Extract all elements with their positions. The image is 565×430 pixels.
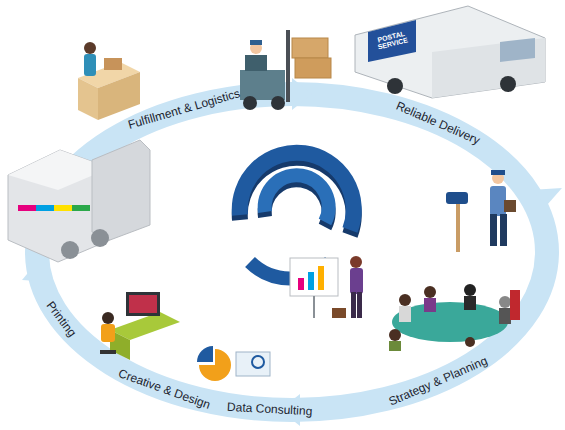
forklift — [240, 30, 331, 110]
designer-desk — [100, 292, 180, 360]
mail-carrier — [446, 170, 516, 252]
stage-label: Strategy & Planning — [387, 354, 490, 409]
meeting-table — [389, 284, 520, 351]
delivery-van — [355, 6, 545, 98]
packing-desk — [78, 42, 140, 120]
presenter — [290, 256, 363, 318]
pie-chart — [197, 346, 270, 381]
printer-illustration — [8, 140, 150, 262]
